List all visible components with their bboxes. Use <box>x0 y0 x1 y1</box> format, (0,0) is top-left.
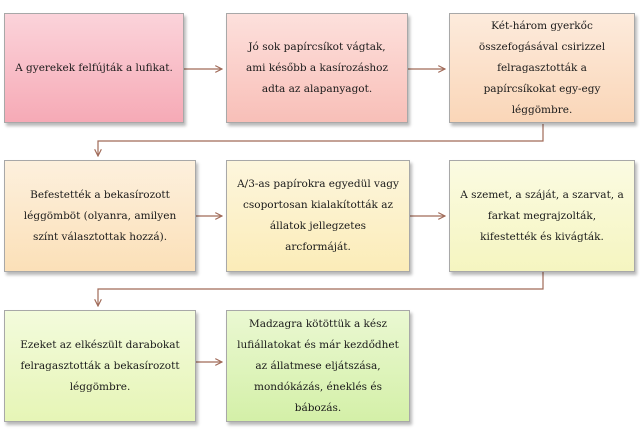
arrow-6-7 <box>98 272 544 306</box>
step-box-2: Jó sok papírcsíkot vágtak, ami később a … <box>226 13 408 123</box>
arrow-3-4 <box>98 124 544 156</box>
step-box-1: A gyerekek felfújták a lufikat. <box>4 13 184 123</box>
step-box-7: Ezeket az elkészült darabokat felragaszt… <box>4 310 196 422</box>
step-box-5: A/3-as papírokra egyedül vagy csoportosa… <box>226 160 410 272</box>
step-box-8: Madzagra kötöttük a kész lufiállatokat é… <box>226 310 410 422</box>
step-box-6: A szemet, a száját, a szarvat, a farkat … <box>449 160 635 272</box>
step-box-4: Befestették a bekasírozott léggömböt (ol… <box>4 160 196 272</box>
step-box-3: Két-három gyerkőc összefogásával csirizz… <box>449 13 635 123</box>
